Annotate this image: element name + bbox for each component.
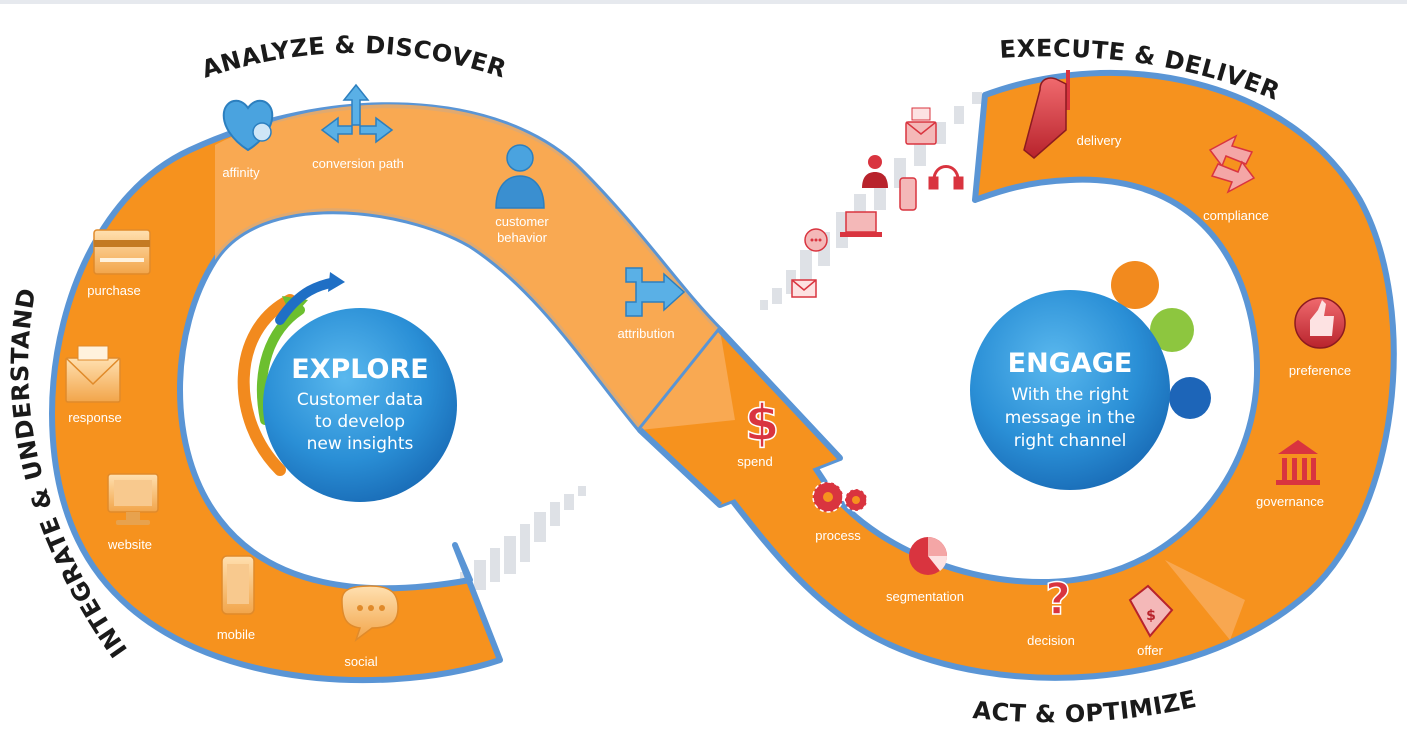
pie-chart-icon (909, 537, 948, 575)
label-decision: decision (1027, 633, 1075, 648)
stage-mobile: mobile (217, 555, 255, 642)
engage-line-2: message in the (1005, 408, 1136, 428)
building-icon (1276, 440, 1320, 485)
laptop-icon (840, 211, 882, 237)
price-tag-icon: $ (1128, 584, 1174, 638)
label-segmentation: segmentation (886, 589, 964, 604)
engage-title: ENGAGE (1008, 348, 1133, 379)
smartphone-icon (899, 177, 917, 211)
label-website: website (107, 537, 152, 552)
agent-icon (862, 155, 888, 188)
data-trail-right (760, 92, 982, 310)
stage-response: response (65, 345, 122, 425)
label-delivery: delivery (1077, 133, 1122, 148)
green-dot (1150, 308, 1194, 352)
label-customer-line-2: behavior (497, 230, 548, 245)
engage-hub: ENGAGE With the right message in the rig… (970, 261, 1211, 490)
dollar-icon: $ (745, 394, 780, 452)
explore-line-1: Customer data (297, 390, 423, 410)
chat-bubble-icon (804, 228, 828, 252)
stage-process: process (812, 481, 868, 543)
label-purchase: purchase (87, 283, 140, 298)
blue-dot (1169, 377, 1211, 419)
label-spend: spend (737, 454, 772, 469)
gears-icon (812, 481, 868, 513)
crossing-edge-1 (717, 327, 843, 461)
section-act-optimize: ACT & OPTIMIZE (972, 685, 1200, 729)
mail-icon (791, 279, 817, 298)
engage-line-1: With the right (1011, 385, 1129, 405)
merge-arrow-icon (625, 267, 686, 317)
stage-spend: $ spend (737, 393, 780, 469)
explore-circle (263, 308, 457, 502)
mailbox-icon (1023, 70, 1070, 159)
section-analyze-discover: ANALYZE & DISCOVER (198, 31, 509, 84)
chat-bubble-icon (341, 585, 399, 643)
stage-preference: preference (1289, 297, 1351, 378)
stage-conversion-path: conversion path (312, 83, 404, 171)
headset-icon (928, 165, 964, 190)
stage-social: social (341, 585, 399, 669)
explore-hub: EXPLORE Customer data to develop new ins… (237, 272, 457, 502)
label-offer: offer (1137, 643, 1163, 658)
stage-affinity: affinity (222, 99, 274, 180)
explore-line-3: new insights (307, 434, 414, 454)
label-compliance: compliance (1203, 208, 1269, 223)
envelope-icon (65, 345, 121, 403)
left-loop-band (49, 102, 843, 684)
channel-icon-cloud (791, 107, 964, 298)
crossing-edge-2 (637, 427, 723, 508)
label-customer-line-1: customer (495, 214, 549, 229)
stage-purchase: purchase (87, 229, 151, 298)
engage-line-3: right channel (1014, 431, 1127, 451)
svg-text:$: $ (1146, 608, 1156, 624)
explore-line-2: to develop (315, 412, 405, 432)
label-preference: preference (1289, 363, 1351, 378)
person-icon (495, 144, 545, 209)
label-process: process (815, 528, 861, 543)
stage-compliance: compliance (1203, 134, 1269, 223)
label-governance: governance (1256, 494, 1324, 509)
orange-cycle-arc (237, 294, 296, 476)
label-affinity: affinity (222, 165, 260, 180)
branching-arrows-icon (320, 83, 394, 144)
stage-segmentation: segmentation (886, 537, 964, 604)
blue-arrow-head (328, 272, 345, 292)
label-conversion-path: conversion path (312, 156, 404, 171)
stage-governance: governance (1256, 440, 1324, 509)
smartphone-icon (221, 555, 255, 615)
stage-decision: ? decision (1027, 573, 1075, 648)
label-mobile: mobile (217, 627, 255, 642)
stage-customer-behavior: customer behavior (495, 144, 549, 245)
engage-circle (970, 290, 1170, 490)
green-cycle-arc (257, 305, 305, 425)
credit-card-icon (93, 229, 151, 275)
question-mark-icon: ? (1045, 574, 1071, 625)
envelope-icon (905, 107, 937, 145)
orange-dot (1111, 261, 1159, 309)
stage-website: website (107, 473, 159, 552)
monitor-icon (107, 473, 159, 525)
thumbs-up-icon (1294, 297, 1346, 349)
stage-delivery: delivery (1023, 70, 1122, 159)
cycle-arrows-icon (1208, 134, 1256, 194)
label-response: response (68, 410, 121, 425)
label-attribution: attribution (617, 326, 674, 341)
explore-title: EXPLORE (291, 354, 428, 385)
top-divider (0, 0, 1407, 4)
label-social: social (344, 654, 377, 669)
crossing-highlight (640, 330, 735, 430)
stage-offer: $ offer (1128, 584, 1174, 658)
stage-attribution: attribution (617, 267, 686, 341)
